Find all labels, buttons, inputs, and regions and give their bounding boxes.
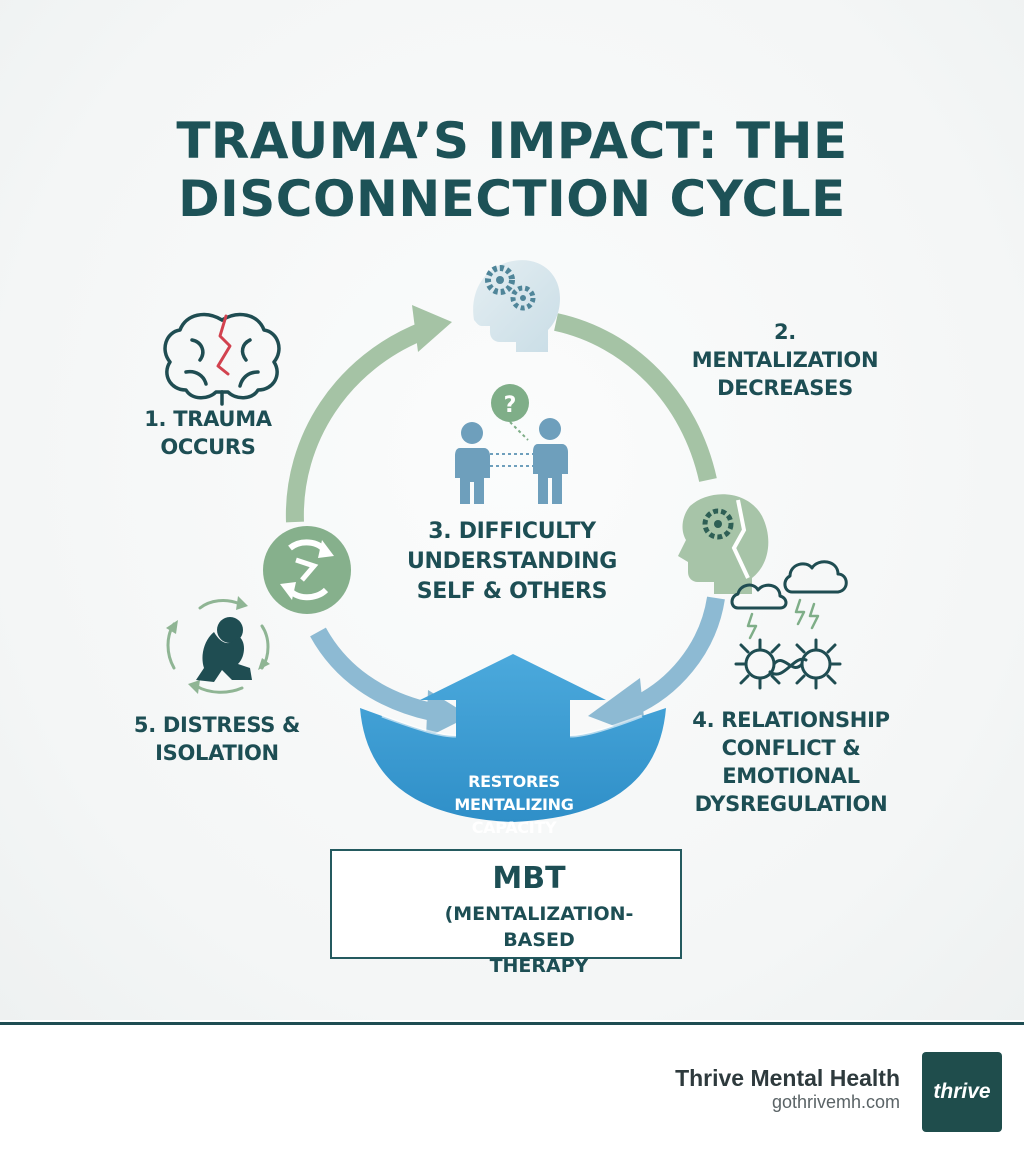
storm-conflict-icon [730,560,848,690]
footer-divider [0,1022,1024,1025]
head-gears-icon [473,260,560,352]
stage-2-line-1: 2. MENTALIZATION [691,320,879,372]
stage-3-line-1: 3. DIFFICULTY [428,519,596,544]
svg-text:?: ? [504,393,517,418]
stage-5-line-1: 5. DISTRESS & [133,713,301,737]
cycle-diagram: ? [163,260,848,950]
stage-4-line-2: CONFLICT & EMOTIONAL [721,736,861,788]
brand-name: Thrive Mental Health [675,1065,900,1091]
stage-5-line-2: ISOLATION [155,741,279,765]
mbt-subtitle: (MENTALIZATION-BASED THERAPY [424,901,654,979]
mbt-sub-line-2: THERAPY [489,955,589,977]
restores-mentalizing-label: RESTORES MENTALIZING CAPACITY [418,770,610,839]
mbt-sub-line-1: (MENTALIZATION-BASED [444,903,634,951]
stage-3-line-3: SELF & OTHERS [416,579,608,604]
thrive-logo[interactable]: thrive [922,1052,1002,1132]
stage-4-line-3: DYSREGULATION [694,792,888,816]
title-line-1: TRAUMA’S IMPACT: THE [176,112,848,170]
cycle-arrow-1-to-2 [285,305,452,523]
mbt-restore-arrow [360,654,666,822]
cycle-break-icon [263,526,351,614]
stage-2-line-2: DECREASES [717,376,853,400]
stage-3-line-2: UNDERSTANDING [406,549,618,574]
mbt-title: MBT [492,861,566,896]
footer: Thrive Mental Health gothrivemh.com thri… [0,1025,1024,1154]
isolated-person-icon [166,596,270,694]
title-line-2: DISCONNECTION CYCLE [178,170,846,228]
stage-4-label: 4. RELATIONSHIP CONFLICT & EMOTIONAL DYS… [668,706,914,818]
cycle-arrow-5-to-mbt [310,627,470,738]
stage-1-line-1: 1. TRAUMA OCCURS [144,407,272,459]
stage-5-label: 5. DISTRESS & ISOLATION [122,711,312,767]
page-title: TRAUMA’S IMPACT: THE DISCONNECTION CYCLE [0,112,1024,228]
stage-2-label: 2. MENTALIZATION DECREASES [680,318,890,402]
stage-1-label: 1. TRAUMA OCCURS [108,405,308,461]
people-question-icon: ? [455,384,568,504]
stage-4-line-1: 4. RELATIONSHIP [692,708,890,732]
logo-text: thrive [933,1080,991,1103]
mbt-box: MBT (MENTALIZATION-BASED THERAPY [330,849,682,977]
restores-line-2: CAPACITY [471,818,557,837]
head-gear-crack-icon [678,494,769,594]
cracked-brain-icon [163,312,281,406]
brand-url[interactable]: gothrivemh.com [771,1092,900,1112]
cycle-arrow-2-to-3 [553,313,717,482]
restores-line-1: RESTORES MENTALIZING [454,772,574,814]
stage-3-label: 3. DIFFICULTY UNDERSTANDING SELF & OTHER… [400,517,624,607]
